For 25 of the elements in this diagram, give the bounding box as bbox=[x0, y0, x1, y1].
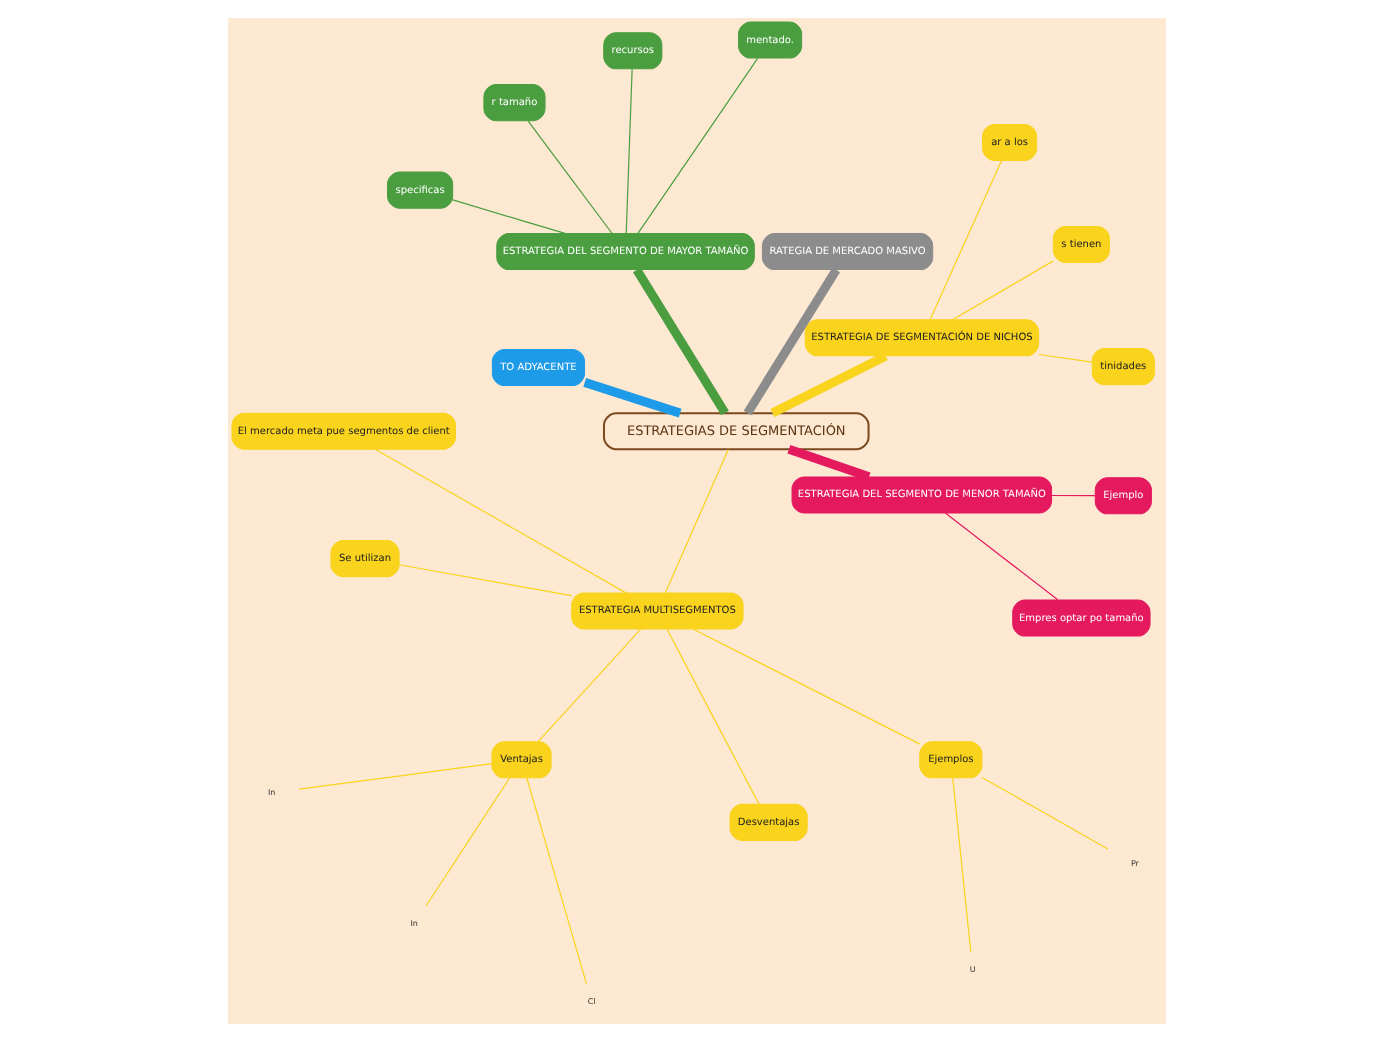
connector bbox=[451, 198, 565, 234]
connector bbox=[631, 266, 728, 415]
connector bbox=[1037, 352, 1092, 362]
connector bbox=[373, 447, 626, 593]
connector bbox=[525, 776, 587, 984]
connector bbox=[951, 776, 971, 952]
connector bbox=[1050, 493, 1095, 496]
connector bbox=[691, 627, 920, 744]
connector bbox=[943, 511, 1058, 600]
connector bbox=[980, 775, 1108, 849]
connector bbox=[742, 266, 840, 415]
connector bbox=[397, 563, 572, 596]
connector bbox=[663, 447, 728, 593]
connector bbox=[636, 56, 758, 233]
connector bbox=[951, 259, 1053, 320]
connector bbox=[536, 627, 641, 741]
connector bbox=[297, 762, 492, 789]
connector bbox=[424, 776, 510, 906]
connector bbox=[786, 444, 870, 481]
connector bbox=[624, 67, 632, 233]
connector bbox=[582, 377, 681, 417]
connector bbox=[769, 350, 887, 417]
connector bbox=[526, 119, 612, 233]
connector bbox=[928, 159, 1002, 320]
connector bbox=[665, 627, 759, 804]
